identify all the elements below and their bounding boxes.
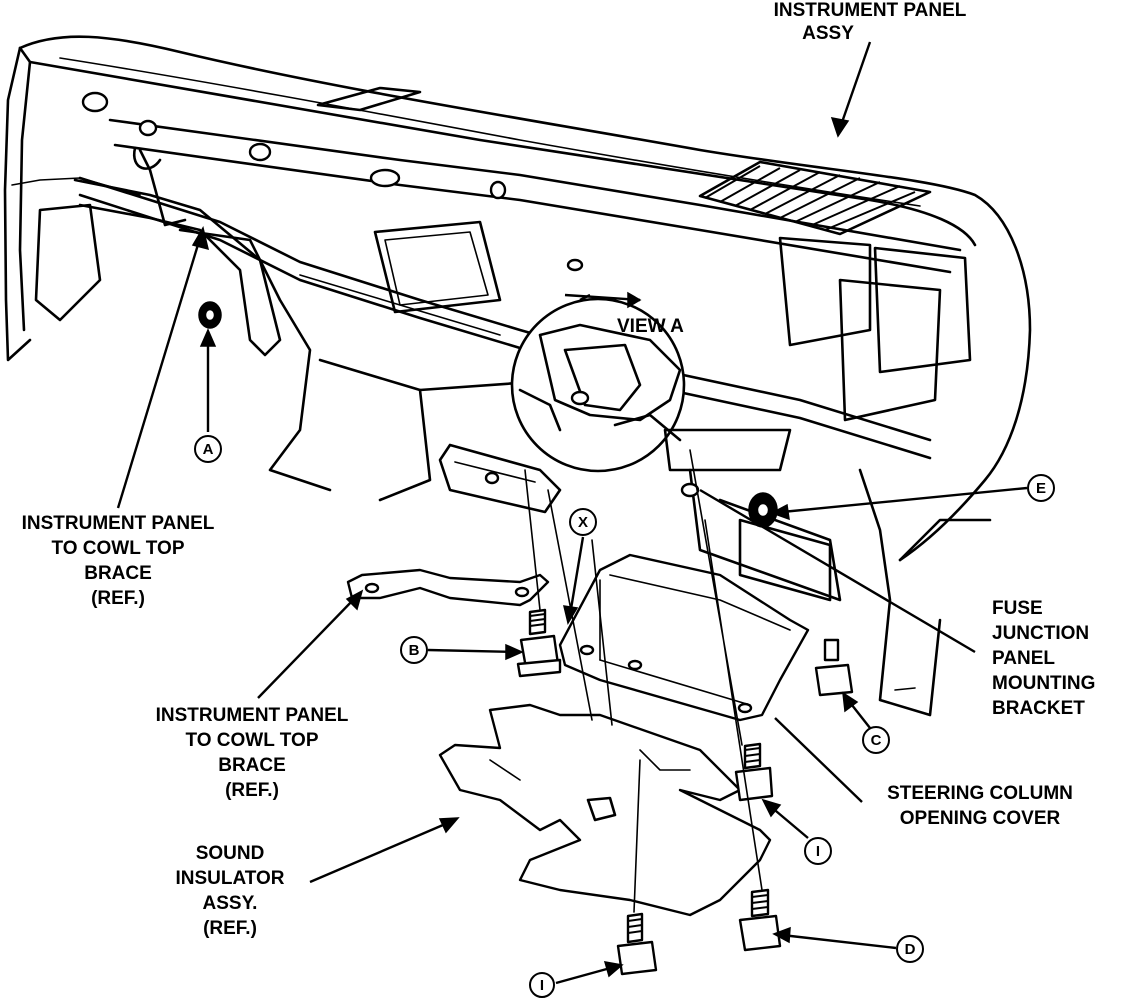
- svg-text:INSTRUMENT PANEL: INSTRUMENT PANEL: [156, 705, 349, 726]
- sound-insulator-drawing: [438, 703, 772, 917]
- svg-text:INSULATOR: INSULATOR: [175, 868, 284, 889]
- steering-cover-drawing: [558, 553, 810, 722]
- svg-text:FUSE: FUSE: [992, 598, 1043, 619]
- svg-text:(REF.): (REF.): [203, 918, 257, 939]
- steering-cover-label: STEERING COLUMN OPENING COVER: [887, 783, 1073, 829]
- leader-lines: [116, 41, 1028, 985]
- svg-text:BRACE: BRACE: [84, 563, 152, 584]
- marker-e: E: [1027, 474, 1055, 502]
- svg-text:STEERING COLUMN: STEERING COLUMN: [887, 783, 1073, 804]
- svg-text:I: I: [816, 843, 820, 860]
- bolt-c: [814, 638, 854, 697]
- bolt-lower-i: [616, 912, 658, 976]
- svg-text:B: B: [409, 642, 420, 659]
- svg-text:I: I: [540, 977, 544, 994]
- svg-text:(REF.): (REF.): [225, 780, 279, 801]
- svg-text:OPENING COVER: OPENING COVER: [900, 808, 1061, 829]
- svg-text:ASSY.: ASSY.: [203, 893, 258, 914]
- marker-c: C: [862, 726, 890, 754]
- marker-d: D: [896, 935, 924, 963]
- svg-text:D: D: [905, 941, 916, 958]
- brace-lower-label: INSTRUMENT PANEL TO COWL TOP BRACE (REF.…: [156, 705, 349, 801]
- svg-text:MOUNTING: MOUNTING: [992, 673, 1095, 694]
- svg-text:TO COWL TOP: TO COWL TOP: [51, 538, 184, 559]
- svg-text:A: A: [203, 441, 214, 458]
- marker-b: B: [400, 636, 428, 664]
- svg-text:INSTRUMENT PANEL: INSTRUMENT PANEL: [22, 513, 215, 534]
- fuse-bracket-label: FUSE JUNCTION PANEL MOUNTING BRACKET: [992, 598, 1095, 719]
- instrument-panel-assy-line2: ASSY: [802, 23, 854, 44]
- svg-text:PANEL: PANEL: [992, 648, 1055, 669]
- view-a-detail: VIEW A: [510, 291, 686, 473]
- instrument-panel-assy-line1: INSTRUMENT PANEL: [774, 0, 967, 21]
- svg-text:TO COWL TOP: TO COWL TOP: [185, 730, 318, 751]
- svg-text:X: X: [578, 514, 588, 531]
- steering-mount-drawing: [438, 428, 842, 602]
- callout-markers: A B X E C I D I: [194, 435, 1055, 998]
- sound-insulator-label: SOUND INSULATOR ASSY. (REF.): [175, 843, 284, 939]
- svg-text:BRACKET: BRACKET: [992, 698, 1085, 719]
- marker-x: X: [569, 508, 597, 536]
- lower-brace-drawing: [346, 568, 550, 607]
- marker-i-upper: I: [804, 837, 832, 865]
- svg-text:BRACE: BRACE: [218, 755, 286, 776]
- bolt-d: [738, 888, 782, 952]
- svg-text:E: E: [1036, 480, 1046, 497]
- view-a-label: VIEW A: [617, 316, 684, 337]
- fasteners: [516, 449, 854, 976]
- svg-text:C: C: [871, 732, 882, 749]
- marker-i-lower: I: [529, 972, 555, 998]
- marker-a: A: [194, 435, 222, 463]
- svg-text:(REF.): (REF.): [91, 588, 145, 609]
- brace-upper-label: INSTRUMENT PANEL TO COWL TOP BRACE (REF.…: [22, 513, 215, 609]
- bolt-b: [516, 608, 562, 678]
- defroster-grille: [704, 165, 916, 231]
- svg-text:JUNCTION: JUNCTION: [992, 623, 1089, 644]
- instrument-panel-assy-label: INSTRUMENT PANEL ASSY: [774, 0, 967, 44]
- svg-text:SOUND: SOUND: [196, 843, 265, 864]
